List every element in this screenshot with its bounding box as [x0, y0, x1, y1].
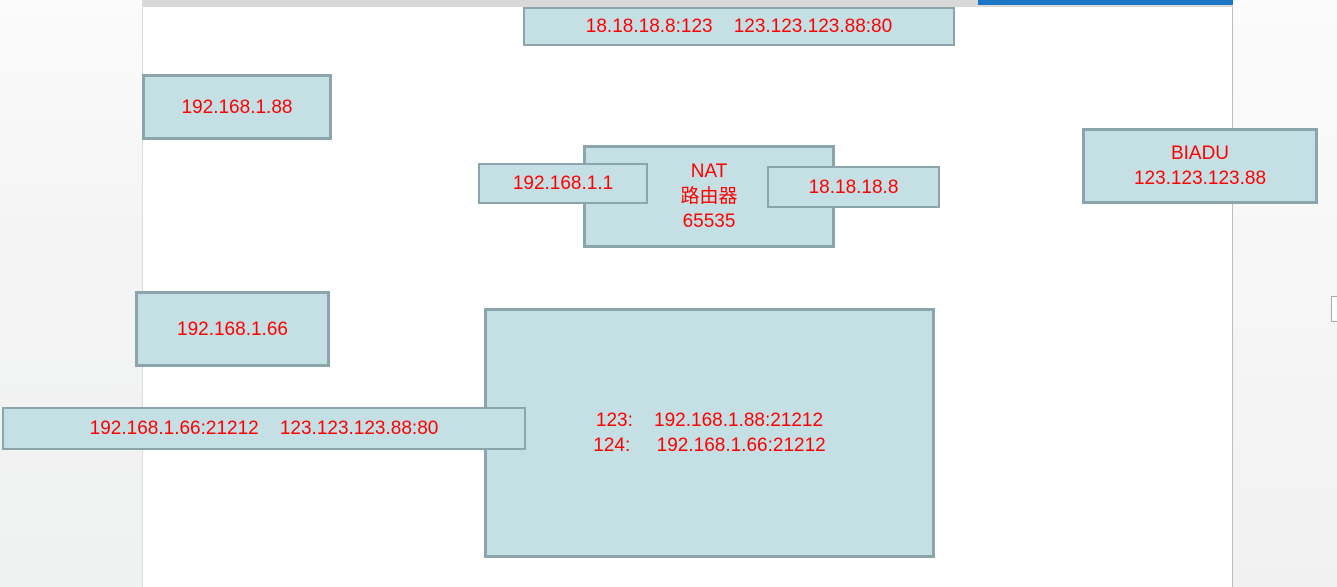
canvas-top-strip [142, 0, 1233, 7]
packet-label-lan-text: 192.168.1.66:21212 123.123.123.88:80 [89, 418, 439, 439]
server-biadu-box: BIADU 123.123.123.88 [1082, 128, 1318, 204]
nat-mapping-table-box: 123: 192.168.1.88:21212 124: 192.168.1.6… [484, 308, 935, 558]
node-lan-host-88: 192.168.1.88 [142, 74, 332, 140]
nat-mapping-row-123: 123: 192.168.1.88:21212 [595, 410, 824, 431]
node-lan-host-88-text: 192.168.1.88 [181, 96, 293, 118]
page-margin-left [0, 0, 142, 587]
nat-router-port: 65535 [682, 211, 736, 232]
packet-label-lan: 192.168.1.66:21212 123.123.123.88:80 [2, 407, 526, 450]
packet-label-wan: 18.18.18.8:123 123.123.123.88:80 [523, 7, 955, 46]
nat-lan-ip-text: 192.168.1.1 [512, 173, 614, 194]
server-biadu-name: BIADU [1170, 143, 1230, 164]
scrollbar-thumb[interactable] [1331, 296, 1337, 322]
server-biadu-ip: 123.123.123.88 [1133, 168, 1267, 189]
node-lan-host-66-text: 192.168.1.66 [177, 318, 288, 340]
nat-wan-ip-box: 18.18.18.8 [767, 166, 940, 208]
nat-mapping-row-124: 124: 192.168.1.66:21212 [593, 435, 826, 456]
nat-lan-ip-box: 192.168.1.1 [478, 163, 648, 204]
node-lan-host-66: 192.168.1.66 [135, 291, 330, 367]
packet-label-wan-text: 18.18.18.8:123 123.123.123.88:80 [585, 16, 893, 37]
nat-wan-ip-text: 18.18.18.8 [808, 176, 899, 198]
nat-router-subtitle: 路由器 [680, 186, 738, 207]
progress-bar [978, 0, 1233, 5]
nat-router-title: NAT [690, 161, 728, 182]
page-margin-right [1233, 0, 1337, 587]
